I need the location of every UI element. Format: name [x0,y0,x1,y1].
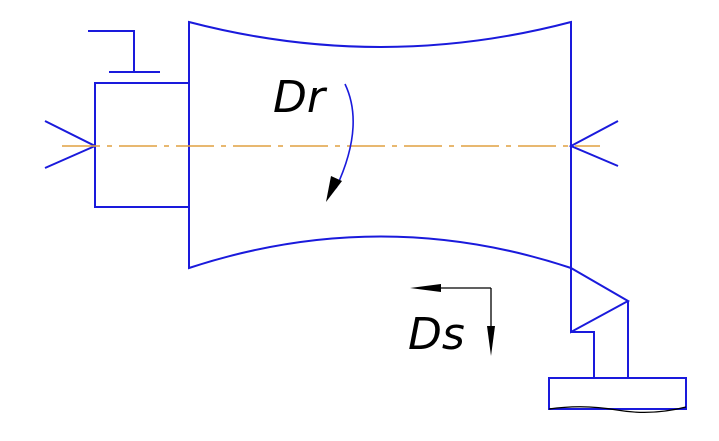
workpiece-outline [188,20,572,270]
feed-label: Ds [408,309,465,360]
rotation-arrowhead-icon [326,176,342,202]
tool-post-block [548,377,687,410]
tool-post [548,377,687,410]
rotation-label: Dr [273,72,328,123]
rotation-arc [335,83,354,189]
headstock [44,30,189,208]
feed-left-arrowhead-icon [410,284,441,292]
tool-shank [571,331,595,378]
chuck-body [94,82,189,208]
tool-holder-stem [88,30,135,72]
break-line [548,406,687,413]
left-center-point [44,120,98,169]
right-center-point [568,120,619,167]
workpiece [188,20,572,270]
tool-tip [570,267,631,334]
cutting-tool [570,267,631,378]
rotation-arrow [326,83,354,202]
feed-down-arrowhead-icon [487,326,495,356]
